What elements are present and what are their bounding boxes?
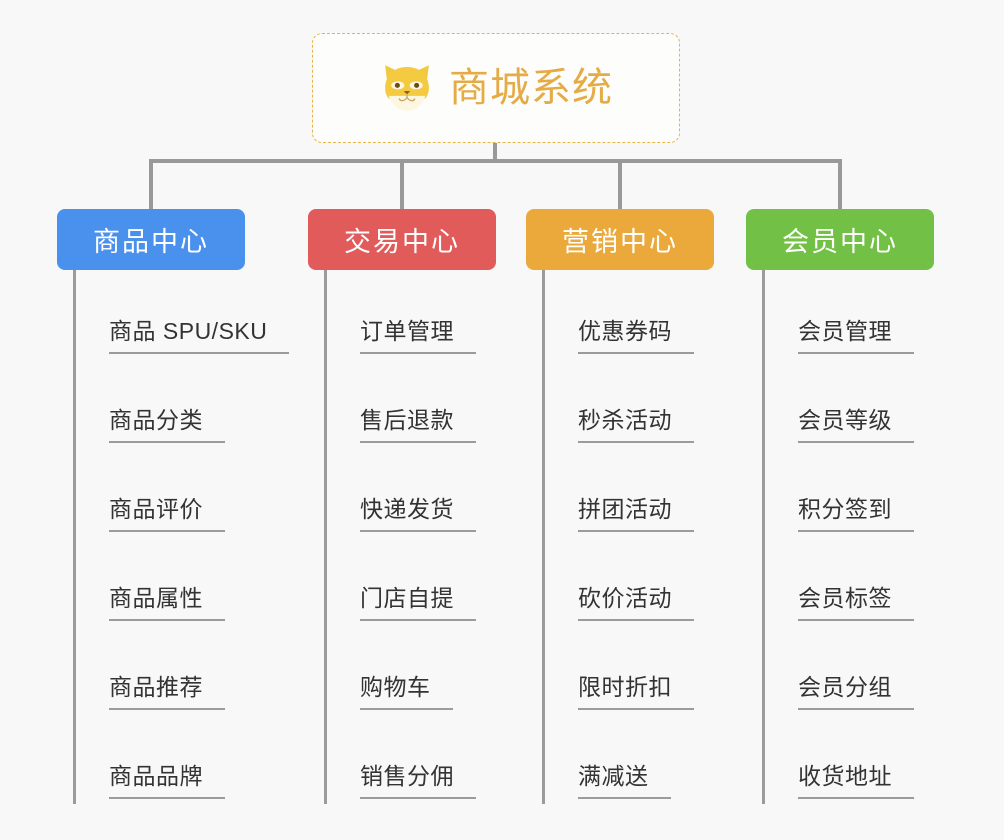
root-title: 商城系统 [449,66,613,110]
list-item[interactable]: 订单管理 [343,270,496,359]
leaf-label: 快递发货 [360,496,476,532]
list-item[interactable]: 商品推荐 [92,626,245,715]
list-item[interactable]: 优惠券码 [561,270,714,359]
list-item[interactable]: 门店自提 [343,537,496,626]
leaf-label: 商品评价 [109,496,225,532]
leaf-label: 商品分类 [109,407,225,443]
list-item[interactable]: 快递发货 [343,448,496,537]
leaf-label: 订单管理 [360,318,476,354]
list-item[interactable]: 会员管理 [781,270,934,359]
connector-horizontal-bar [149,159,842,163]
connector-drop-1 [149,159,153,209]
branch-header-3[interactable]: 营销中心 [526,209,714,270]
branch-header-2[interactable]: 交易中心 [308,209,496,270]
leaf-list-2: 订单管理 售后退款 快递发货 门店自提 购物车 销售分佣 [324,270,496,804]
leaf-label: 门店自提 [360,585,476,621]
list-item[interactable]: 秒杀活动 [561,359,714,448]
leaf-label: 秒杀活动 [578,407,694,443]
leaf-label: 会员分组 [798,674,914,710]
shiba-dog-face-icon [385,65,429,111]
list-item[interactable]: 限时折扣 [561,626,714,715]
list-item[interactable]: 销售分佣 [343,715,496,804]
list-item[interactable]: 商品分类 [92,359,245,448]
list-item[interactable]: 会员分组 [781,626,934,715]
leaf-list-3: 优惠券码 秒杀活动 拼团活动 砍价活动 限时折扣 满减送 [542,270,714,804]
leaf-label: 商品品牌 [109,763,225,799]
list-item[interactable]: 满减送 [561,715,714,804]
leaf-label: 收货地址 [798,763,914,799]
list-item[interactable]: 商品 SPU/SKU [92,270,290,359]
leaf-label: 砍价活动 [578,585,694,621]
leaf-label: 商品属性 [109,585,225,621]
list-item[interactable]: 商品品牌 [92,715,245,804]
list-item[interactable]: 收货地址 [781,715,934,804]
leaf-label: 售后退款 [360,407,476,443]
branch-column-2: 交易中心 订单管理 售后退款 快递发货 门店自提 购物车 销售分佣 [308,209,496,804]
list-item[interactable]: 积分签到 [781,448,934,537]
list-item[interactable]: 会员等级 [781,359,934,448]
list-item[interactable]: 会员标签 [781,537,934,626]
leaf-label: 会员管理 [798,318,914,354]
branch-column-4: 会员中心 会员管理 会员等级 积分签到 会员标签 会员分组 收货地址 [746,209,934,804]
list-item[interactable]: 商品属性 [92,537,245,626]
root-node[interactable]: 商城系统 [312,33,680,143]
leaf-list-4: 会员管理 会员等级 积分签到 会员标签 会员分组 收货地址 [762,270,934,804]
branch-header-1[interactable]: 商品中心 [57,209,245,270]
list-item[interactable]: 拼团活动 [561,448,714,537]
branch-column-1: 商品中心 商品 SPU/SKU 商品分类 商品评价 商品属性 商品推荐 商品品牌 [57,209,290,804]
leaf-label: 积分签到 [798,496,914,532]
leaf-label: 会员标签 [798,585,914,621]
list-item[interactable]: 商品评价 [92,448,245,537]
leaf-label: 满减送 [578,763,671,799]
leaf-label: 会员等级 [798,407,914,443]
connector-drop-3 [618,159,622,209]
leaf-label: 商品推荐 [109,674,225,710]
leaf-label: 购物车 [360,674,453,710]
connector-drop-4 [838,159,842,209]
leaf-list-1: 商品 SPU/SKU 商品分类 商品评价 商品属性 商品推荐 商品品牌 [73,270,290,804]
list-item[interactable]: 砍价活动 [561,537,714,626]
leaf-label: 优惠券码 [578,318,694,354]
leaf-label: 商品 SPU/SKU [109,318,290,354]
connector-root-stem [493,143,497,162]
leaf-label: 限时折扣 [578,674,694,710]
branch-column-3: 营销中心 优惠券码 秒杀活动 拼团活动 砍价活动 限时折扣 满减送 [526,209,714,804]
connector-drop-2 [400,159,404,209]
list-item[interactable]: 购物车 [343,626,496,715]
leaf-label: 销售分佣 [360,763,476,799]
branch-header-4[interactable]: 会员中心 [746,209,934,270]
list-item[interactable]: 售后退款 [343,359,496,448]
leaf-label: 拼团活动 [578,496,694,532]
